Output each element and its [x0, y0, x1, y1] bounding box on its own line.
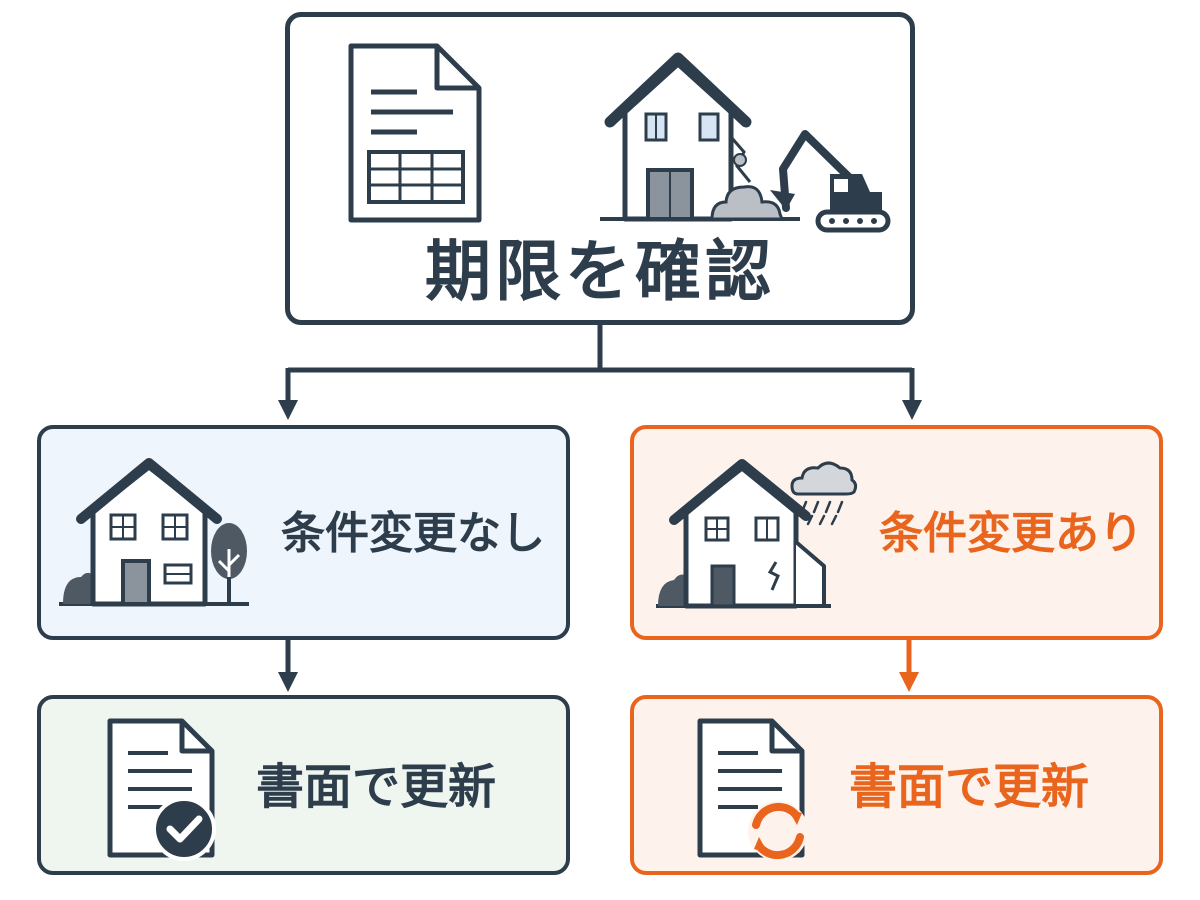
document-refresh-icon — [697, 718, 808, 861]
condition-change-box: 条件変更あり — [630, 425, 1163, 640]
renew-in-writing-box-right: 書面で更新 — [630, 695, 1163, 875]
renew-in-writing-label-right: 書面で更新 — [849, 759, 1090, 815]
condition-change-label: 条件変更あり — [879, 508, 1143, 559]
house-with-tree-icon — [59, 458, 249, 607]
check-deadline-title: 期限を確認 — [425, 233, 775, 310]
connector-split — [288, 325, 912, 373]
cracked-house-with-rain-cloud-icon — [656, 459, 858, 609]
renew-in-writing-label-left: 書面で更新 — [256, 759, 497, 815]
contract-document-icon — [348, 43, 482, 223]
no-condition-change-label: 条件変更なし — [281, 508, 545, 559]
check-deadline-box: 期限を確認 — [285, 12, 915, 325]
document-check-icon — [107, 718, 216, 861]
no-condition-change-box: 条件変更なし — [37, 425, 570, 640]
house-with-excavator-icon — [600, 52, 891, 233]
renew-in-writing-box-left: 書面で更新 — [37, 695, 570, 875]
